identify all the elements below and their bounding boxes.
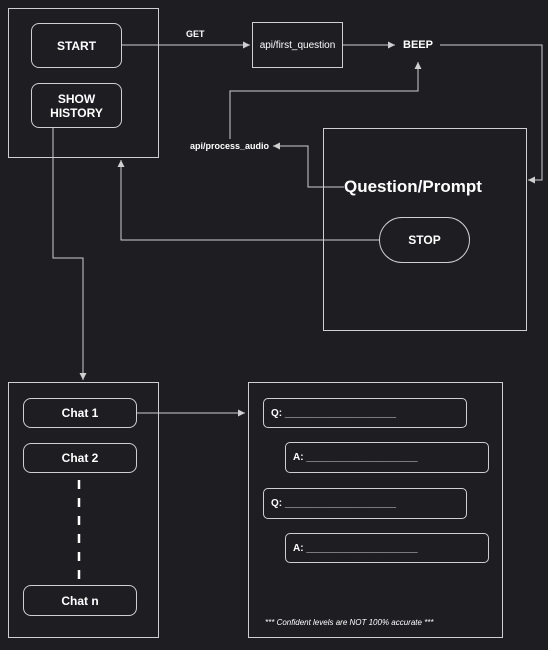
beep-label: BEEP	[403, 39, 433, 51]
accuracy-disclaimer: *** Confident levels are NOT 100% accura…	[265, 618, 434, 627]
transcript-frame	[248, 382, 503, 638]
qa-prefix: A:	[293, 452, 304, 463]
qa-blank: ____________________	[306, 452, 418, 463]
question-row: Q: ____________________	[263, 488, 467, 519]
answer-row: A: ____________________	[285, 533, 489, 563]
chat-1-button[interactable]: Chat 1	[23, 398, 137, 428]
chat-2-button[interactable]: Chat 2	[23, 443, 137, 473]
qa-blank: ____________________	[284, 498, 397, 509]
qa-blank: ____________________	[306, 542, 418, 554]
qa-prefix: Q:	[271, 407, 283, 419]
get-method-label: GET	[186, 29, 205, 39]
stop-button[interactable]: STOP	[379, 217, 470, 263]
show-history-button[interactable]: SHOW HISTORY	[31, 83, 122, 128]
answer-row: A: ____________________	[285, 442, 489, 473]
qa-prefix: A:	[293, 542, 304, 554]
question-row: Q: ____________________	[263, 398, 467, 428]
start-button[interactable]: START	[31, 23, 122, 68]
arrow-history-to-chat-list	[52, 128, 87, 380]
first-question-endpoint-box: api/first_question	[252, 22, 343, 68]
prompt-title: Question/Prompt	[344, 177, 482, 196]
qa-blank: ____________________	[284, 407, 397, 419]
home-screen-frame	[8, 8, 159, 158]
prompt-screen-frame	[323, 128, 527, 331]
chat-list-frame	[8, 382, 159, 638]
show-history-label-line1: SHOW	[57, 91, 96, 106]
chat-n-button[interactable]: Chat n	[23, 585, 137, 616]
qa-prefix: Q:	[271, 498, 283, 509]
show-history-label-line2: HISTORY	[50, 105, 103, 120]
process-audio-endpoint-label: api/process_audio	[190, 141, 270, 151]
